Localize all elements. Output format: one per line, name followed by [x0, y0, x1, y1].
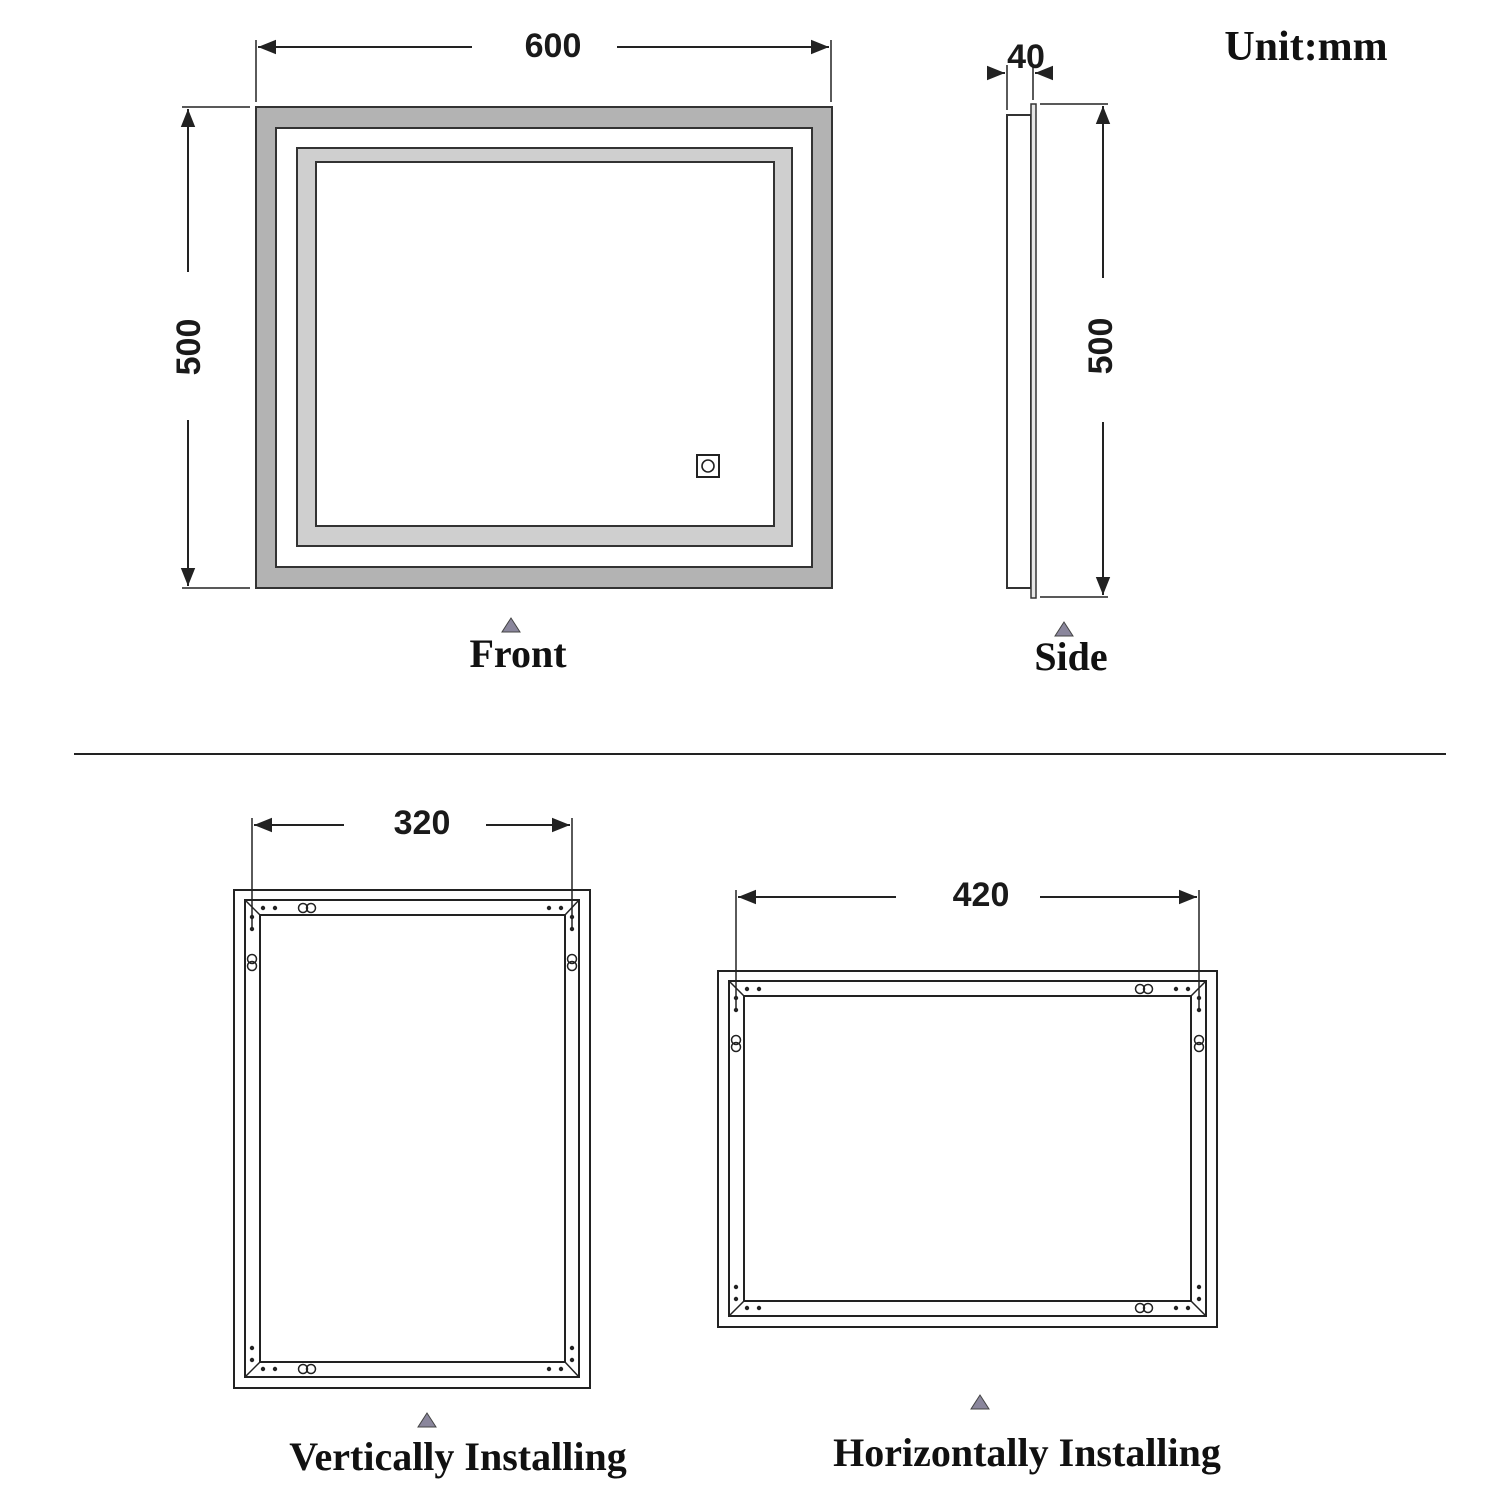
vertical-frame-inner	[259, 914, 566, 1363]
side-depth-label: 40	[1007, 38, 1045, 76]
hanging-hook-icon	[730, 983, 1205, 1314]
vertical-span-label: 320	[394, 804, 451, 842]
vertical-install-view: 320 Vertically Installing	[233, 804, 627, 1479]
front-height-dimension: 500	[170, 106, 250, 589]
side-view: 40 500 Side	[987, 38, 1120, 679]
vertical-view-marker	[417, 1412, 437, 1428]
unit-label: Unit:mm	[1224, 24, 1387, 70]
horizontal-frame-outer	[717, 970, 1218, 1328]
front-caption: Front	[469, 631, 567, 676]
side-depth-dimension: 40	[987, 38, 1053, 110]
side-view-marker	[1054, 621, 1074, 637]
touch-switch-icon	[696, 454, 720, 478]
vertical-span-dimension: 320	[251, 804, 573, 930]
horizontal-span-dimension: 420	[735, 876, 1200, 1010]
side-height-dimension: 500	[1040, 103, 1120, 598]
front-width-dimension: 600	[255, 27, 832, 102]
side-frame-body	[1006, 114, 1032, 589]
horizontal-frame-back	[728, 980, 1207, 1317]
hanging-hook-icon	[246, 902, 578, 1375]
mounting-screw-dots	[733, 986, 1202, 1311]
vertical-frame-back	[244, 899, 580, 1378]
horizontal-view-marker	[970, 1394, 990, 1410]
side-caption: Side	[1034, 634, 1107, 679]
horizontal-frame-inner	[743, 995, 1192, 1302]
side-height-label: 500	[1082, 318, 1120, 375]
side-glass-panel	[1030, 103, 1037, 599]
horizontal-install-view: 420 Horizontally Installing	[717, 876, 1221, 1475]
front-view: 600 500 Front	[170, 27, 833, 676]
horizontal-caption: Horizontally Installing	[833, 1430, 1221, 1475]
front-view-marker	[501, 617, 521, 633]
mounting-screw-dots	[249, 905, 575, 1372]
front-width-label: 600	[525, 27, 582, 65]
horizontal-span-label: 420	[953, 876, 1010, 914]
vertical-frame-outer	[233, 889, 591, 1389]
vertical-caption: Vertically Installing	[289, 1434, 626, 1479]
front-height-label: 500	[170, 319, 208, 376]
